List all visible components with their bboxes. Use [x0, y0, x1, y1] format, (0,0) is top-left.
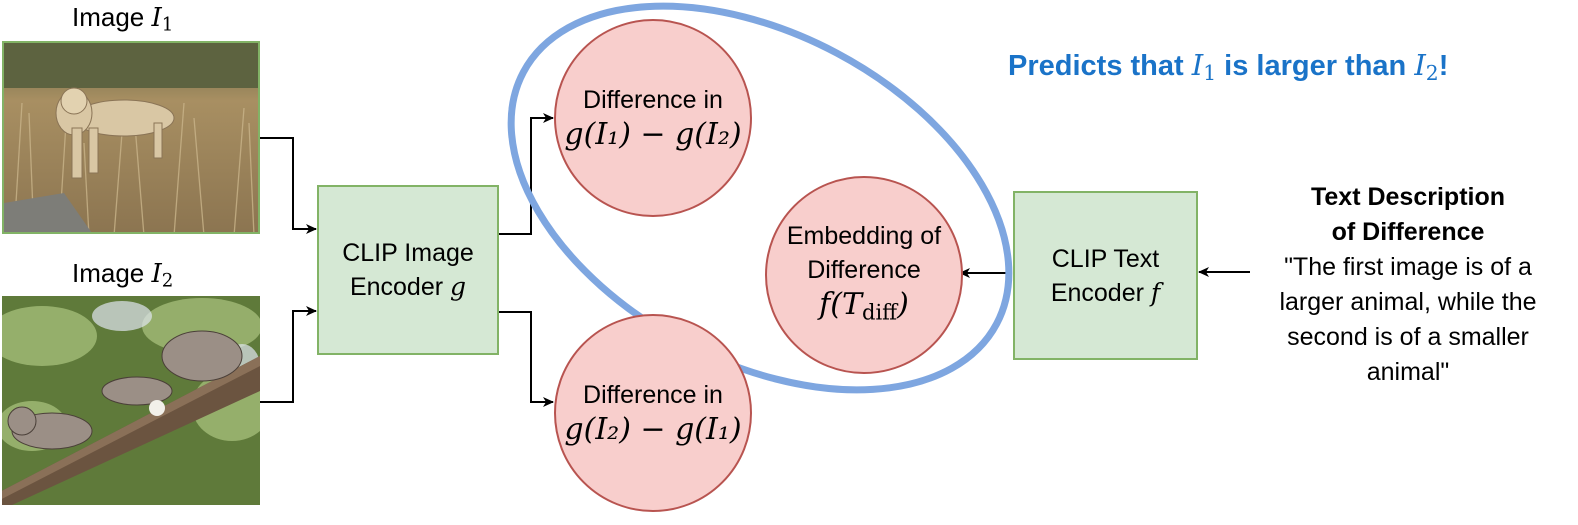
diff-top-formula: g(I₁) − g(I₂)	[564, 117, 742, 152]
lion-photo	[2, 41, 260, 234]
highlight-ellipse	[507, 2, 1013, 394]
image2-label: Image I2	[72, 258, 173, 292]
embedding-circle: Embedding of Difference f(Tdiff)	[765, 176, 963, 374]
clip-image-encoder: CLIP Image Encoder g	[317, 185, 499, 355]
clip-image-encoder-line1: CLIP Image	[342, 239, 474, 267]
text-description-title2: of Difference	[1331, 218, 1485, 246]
text-description-quote3: second is of a smaller	[1287, 323, 1529, 351]
connector-image1-encoder	[260, 137, 317, 234]
text-description-quote2: larger animal, while the	[1279, 288, 1537, 316]
embedding-formula: f(Tdiff)	[819, 287, 909, 325]
clip-text-encoder: CLIP Text Encoder f	[1013, 191, 1198, 360]
image1-label-text: Image	[72, 2, 145, 32]
diff-circle-top: Difference in g(I₁) − g(I₂)	[554, 19, 752, 217]
embedding-line2: Difference	[807, 256, 921, 285]
connector-image2-encoder	[260, 306, 317, 403]
text-description-quote1: "The first image is of a	[1284, 253, 1532, 281]
text-description-quote4: animal"	[1366, 358, 1450, 386]
clip-text-encoder-line2: Encoder f	[1050, 277, 1161, 307]
clip-text-encoder-line1: CLIP Text	[1051, 244, 1160, 273]
image1-var: I1	[151, 3, 174, 36]
diff-bottom-text: Difference in	[583, 381, 723, 409]
clip-image-encoder-line2: Encoder g	[349, 272, 467, 301]
image1-label: Image I1	[72, 2, 173, 36]
diff-bottom-formula: g(I₂) − g(I₁)	[564, 412, 742, 447]
embedding-line1: Embedding of	[786, 222, 942, 251]
squirrel-photo	[2, 296, 260, 505]
diff-circle-bottom: Difference in g(I₂) − g(I₁)	[554, 314, 752, 512]
diff-top-text: Difference in	[583, 86, 723, 114]
image2-label-text: Image	[72, 258, 145, 288]
text-description-title1: Text Description	[1310, 183, 1506, 211]
connector-encoder-diff-bottom	[499, 311, 554, 407]
connector-encoder-diff-top	[499, 113, 554, 235]
text-description: Text Description of Difference "The firs…	[1252, 180, 1564, 390]
prediction-text: Predicts that I1 is larger than I2!	[1008, 48, 1449, 86]
image2-var: I2	[151, 259, 174, 292]
